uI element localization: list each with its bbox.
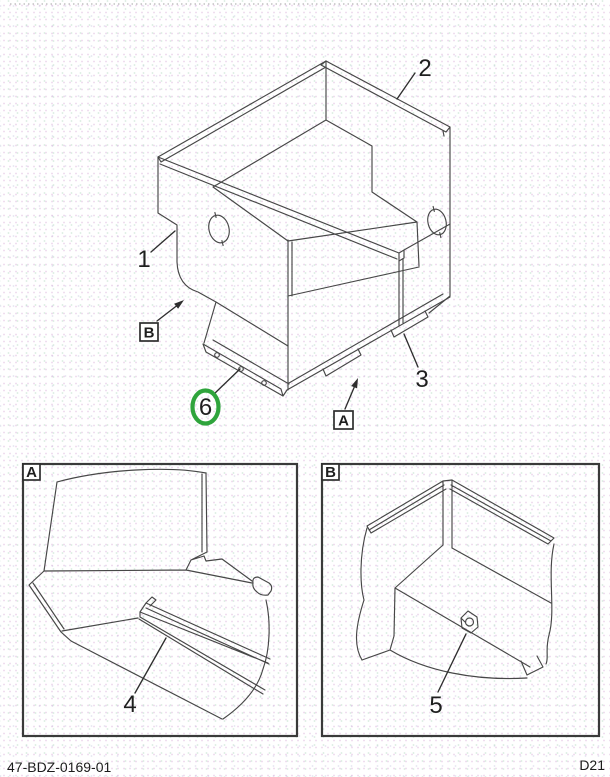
detail-b-floor-edges: [361, 544, 552, 680]
detail-marker-a-box: [333, 410, 354, 430]
clip-nut: [460, 610, 479, 634]
detail-marker-b-box: [139, 322, 159, 342]
callout-5-leader-line: [437, 633, 467, 693]
callout-5: 5: [429, 633, 467, 719]
oval-hole-left-ticks: [214, 211, 224, 247]
clip-nut-hole: [464, 617, 475, 627]
drawing-number: 47-BDZ-0169-01: [7, 759, 111, 775]
callout-3: 3: [403, 333, 429, 393]
detail-b-corner-walls: [366, 479, 555, 549]
page-code: D21: [579, 757, 605, 773]
callout-3-leader-line: [403, 333, 419, 368]
interior-step-edges: [212, 66, 420, 391]
callout-1: 1: [137, 230, 176, 273]
callout-5-label: 5: [429, 692, 442, 719]
detail-marker-b-arrow-line: [156, 303, 180, 322]
detail-marker-a-letter: A: [338, 413, 349, 430]
detail-marker-b-letter: B: [144, 325, 155, 342]
detail-a-torn-edge: [222, 599, 270, 720]
bottom-flange: [202, 343, 288, 397]
detail-a-sill-edges: [28, 551, 253, 720]
callout-1-label: 1: [137, 246, 150, 273]
callout-1-leader-line: [150, 230, 176, 253]
oval-hole-right: [427, 205, 447, 239]
detail-panel-b-frame: [320, 462, 601, 738]
callout-4-label: 4: [123, 691, 136, 718]
main-assembly-view: 1 2 3 6 A B: [137, 55, 451, 430]
detail-marker-a: A: [333, 378, 358, 430]
detail-a-side-panel: [43, 468, 208, 572]
page-footer: 47-BDZ-0169-01 D21: [7, 757, 605, 775]
detail-a-line-art: [28, 468, 273, 720]
oval-hole-right-ticks: [432, 205, 442, 239]
detail-marker-a-arrow-line: [344, 382, 357, 410]
callout-6-leader-line: [213, 368, 241, 395]
flange-hole: [214, 352, 220, 358]
flange-hole: [261, 380, 267, 386]
flange-outline: [202, 343, 288, 397]
detail-panel-b-letter: B: [325, 464, 336, 481]
callout-2-leader-line: [396, 72, 416, 100]
detail-panel-a-letter: A: [26, 464, 37, 481]
detail-marker-a-arrowhead: [351, 378, 358, 389]
detail-marker-b-arrowhead: [174, 300, 184, 309]
detail-a-rounded-tab: [252, 576, 273, 596]
detail-b-line-art: [355, 479, 555, 680]
detail-panel-b-labelbox: [321, 463, 340, 481]
detail-b-foot-bracket: [520, 655, 544, 676]
back-panel-outline: [320, 60, 451, 314]
detail-b-torn-edges: [355, 527, 555, 665]
front-corner-and-bottom-edges: [286, 258, 451, 391]
detail-marker-b: B: [139, 300, 184, 342]
callout-6-label: 6: [199, 394, 212, 421]
left-wall-outline: [157, 156, 290, 385]
oval-hole-right-outline: [427, 208, 447, 236]
callout-2-label: 2: [418, 55, 431, 82]
callout-3-label: 3: [415, 366, 428, 393]
flange-hole: [238, 366, 244, 372]
mounting-tabs: [322, 310, 429, 377]
callout-4: 4: [123, 637, 167, 718]
box-rim-edges: [157, 60, 451, 262]
clip-nut-outline: [460, 610, 479, 634]
detail-panel-a-frame: [21, 462, 299, 738]
oval-hole-left-outline: [208, 214, 230, 244]
callout-4-leader-line: [134, 637, 167, 694]
detail-panel-a: A 4: [21, 462, 299, 738]
oval-hole-left: [208, 211, 230, 247]
callout-2: 2: [396, 55, 432, 100]
detail-panel-b: B 5: [320, 462, 601, 738]
detail-panel-a-labelbox: [22, 463, 41, 481]
callout-6-highlighted: 6: [190, 368, 241, 426]
green-highlight-ellipse: [190, 388, 221, 426]
detail-a-tray-channel: [138, 596, 271, 695]
